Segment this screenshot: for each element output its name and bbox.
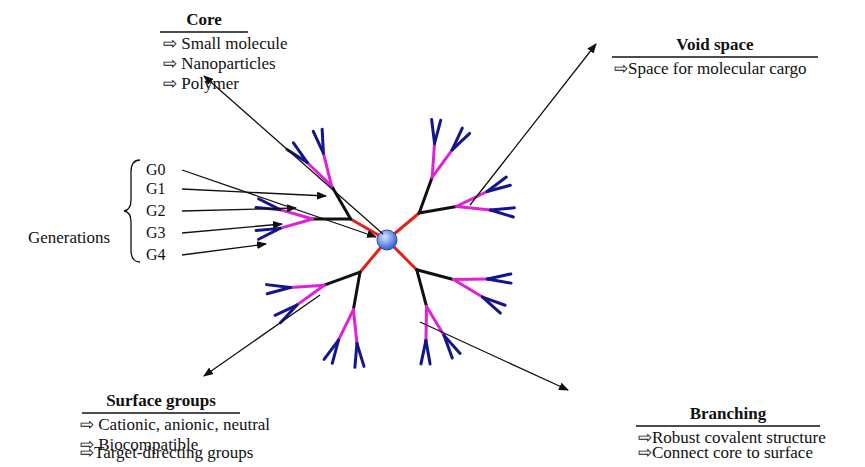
branch-segment xyxy=(293,143,307,163)
list-item: ⇨ Cationic, anionic, neutral xyxy=(80,415,270,435)
g0-leader xyxy=(182,170,376,237)
heading: Branching xyxy=(690,404,767,424)
branch-segment xyxy=(324,340,338,359)
generation-label: G3 xyxy=(146,223,166,243)
generation-label: G4 xyxy=(146,245,166,265)
void-leader xyxy=(470,44,596,205)
heading-rule xyxy=(612,56,818,57)
branch-segment xyxy=(483,297,501,313)
g1-leader xyxy=(182,189,326,196)
branch-segment xyxy=(432,150,452,178)
heading: Void space xyxy=(676,35,753,55)
branch-segment xyxy=(338,310,353,341)
heading: Surface groups xyxy=(106,391,216,411)
g4-leader xyxy=(182,244,266,255)
branch-segment xyxy=(417,270,454,280)
branch-segment xyxy=(490,210,513,217)
generation-label: G2 xyxy=(146,201,166,221)
branch-segment xyxy=(457,206,491,210)
branch-segment xyxy=(323,153,331,186)
branch-segment xyxy=(313,218,351,221)
list-item: ⇨ Small molecule xyxy=(163,34,287,54)
branch-segment xyxy=(452,133,470,149)
branch-segment xyxy=(417,270,427,307)
leader-lines xyxy=(82,32,820,426)
generation-label: G0 xyxy=(146,160,166,180)
heading-rule xyxy=(160,31,248,32)
heading: Core xyxy=(186,10,222,30)
surface-leader xyxy=(204,295,320,376)
branch-segment xyxy=(421,340,426,363)
branch-segment xyxy=(322,129,323,153)
generations-brace xyxy=(124,160,140,262)
heading-rule xyxy=(636,425,820,426)
branch-segment xyxy=(424,306,428,340)
list-item: ⇨Target-directing groups xyxy=(80,443,253,463)
branch-segment xyxy=(435,120,441,143)
branch-segment xyxy=(419,177,432,213)
branch-segment xyxy=(353,310,357,344)
generation-label: G1 xyxy=(146,179,166,199)
branch-segment xyxy=(453,280,482,298)
g3-leader xyxy=(182,224,282,233)
branch-segment xyxy=(324,272,360,285)
branch-segment xyxy=(487,185,510,191)
branch-segment xyxy=(267,285,291,288)
list-item: ⇨Space for molecular cargo xyxy=(614,59,807,79)
branch-segment xyxy=(457,191,488,206)
branch-segment xyxy=(256,228,280,230)
list-item: ⇨ Nanoparticles xyxy=(163,54,276,74)
heading-rule xyxy=(82,412,240,413)
list-item: ⇨Connect core to surface xyxy=(638,443,813,463)
branch-segment xyxy=(290,285,324,287)
list-item: ⇨ Polymer xyxy=(163,74,239,94)
branching-leader xyxy=(420,322,568,390)
branch-segment xyxy=(453,277,487,281)
branch-segment xyxy=(353,272,360,309)
core-sphere xyxy=(377,230,397,250)
branch-segment xyxy=(444,336,452,359)
g2-leader xyxy=(182,208,296,211)
branch-segment xyxy=(487,279,511,283)
branch-segment xyxy=(419,206,456,213)
branch-segment xyxy=(280,219,313,228)
branch-segment xyxy=(355,343,357,367)
branch-segment xyxy=(280,210,313,219)
bracket-label: Generations xyxy=(28,228,110,248)
